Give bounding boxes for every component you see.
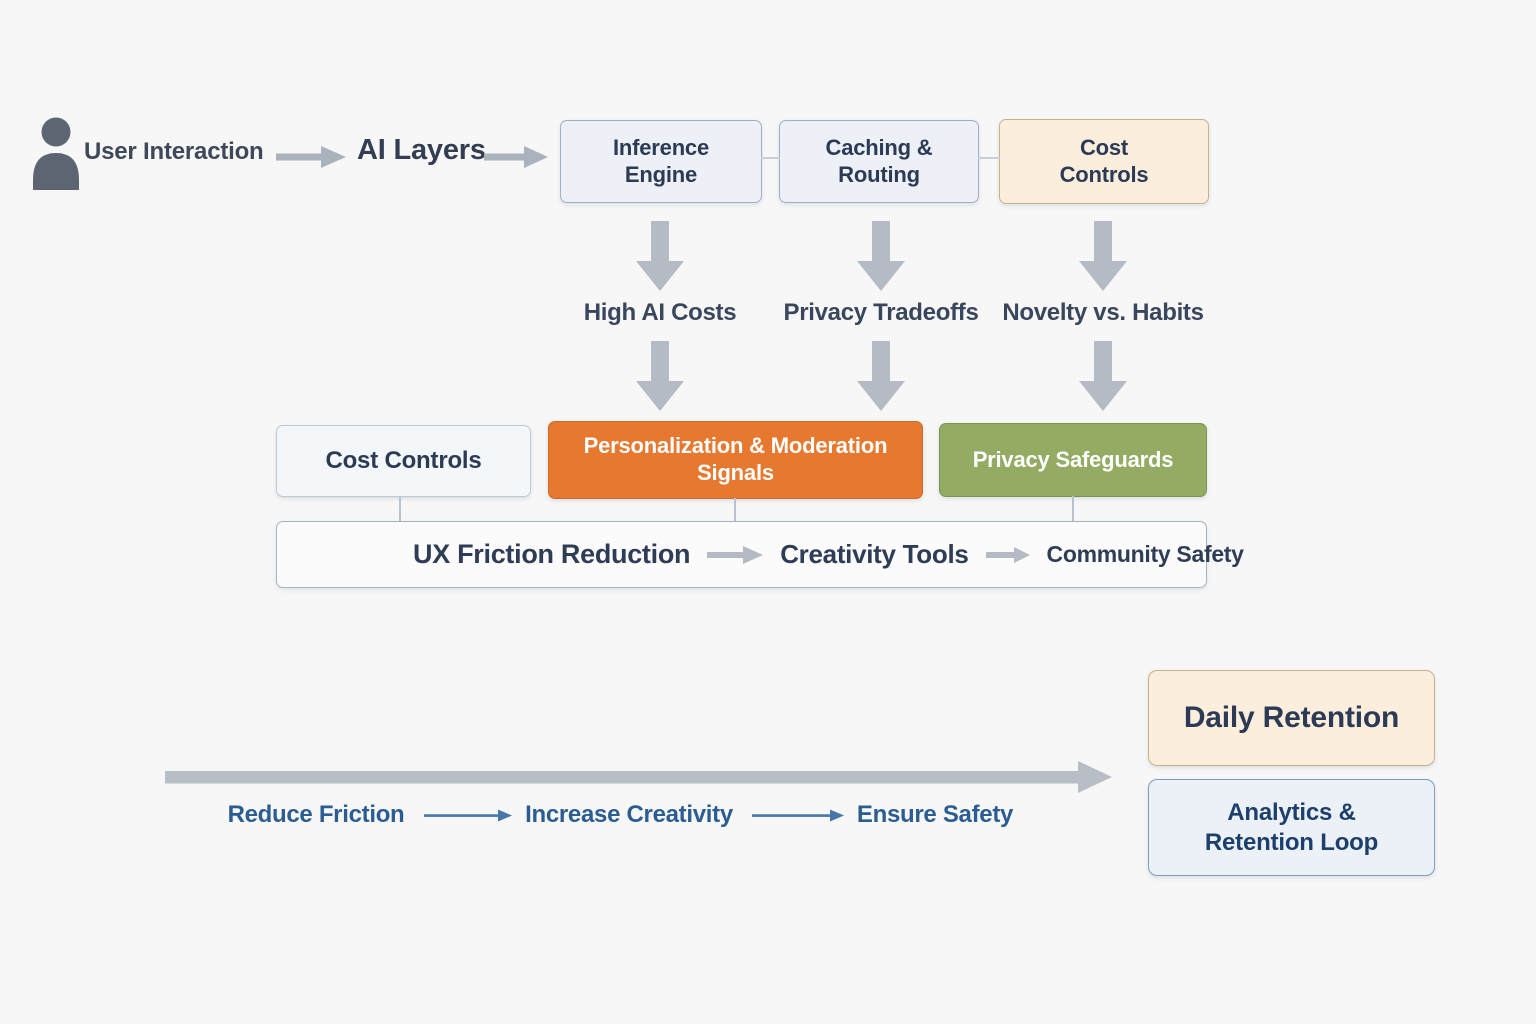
block-arrow-down-icon [636,341,684,411]
foundation-item-community-safety: Community Safety [1046,541,1244,567]
challenge-label-novelty-habits: Novelty vs. Habits [1002,299,1204,326]
challenge-label-privacy-tradeoffs: Privacy Tradeoffs [783,299,979,326]
journey-label-ensure-safety: Ensure Safety [856,801,1014,828]
node-analytics-retention-loop: Analytics & Retention Loop [1148,779,1435,876]
block-arrow-down-icon [857,341,905,411]
challenge-label-high-ai-costs: High AI Costs [583,299,737,326]
node-inference-engine: Inference Engine [560,120,762,203]
journey-label-increase-creativity: Increase Creativity [525,801,733,828]
node-label: Cost Controls [325,447,482,475]
arrow-right-icon [985,545,1030,565]
connector-line [734,498,736,522]
connector-line [761,157,780,159]
person-icon [33,116,79,190]
node-label: Privacy Safeguards [972,446,1174,472]
thin-arrow-right-icon [424,807,512,824]
arrow-right-icon [484,144,548,170]
node-label: Analytics & Retention Loop [1204,799,1379,856]
arrow-right-icon [707,544,764,566]
node-privacy-safeguards: Privacy Safeguards [939,423,1207,497]
node-label: Personalization & Moderation Signals [583,433,888,485]
connector-line [978,157,1000,159]
node-caching-routing: Caching & Routing [779,120,979,203]
node-personalization-moderation: Personalization & Moderation Signals [548,421,923,499]
foundation-item-ux-friction: UX Friction Reduction [413,539,691,569]
block-arrow-down-icon [636,221,684,291]
node-label: Daily Retention [1183,700,1400,734]
foundation-bar: UX Friction Reduction Creativity Tools C… [276,521,1244,588]
block-arrow-down-icon [1079,341,1127,411]
ai-layers-label: AI Layers [357,134,486,166]
node-daily-retention: Daily Retention [1148,670,1435,766]
node-cost-controls-top: Cost Controls [999,119,1209,204]
user-interaction-label: User Interaction [84,138,264,165]
arrow-right-icon [276,144,346,170]
foundation-item-creativity-tools: Creativity Tools [780,539,969,569]
block-arrow-down-icon [857,221,905,291]
connector-line [399,496,401,522]
node-label: Caching & Routing [825,134,933,187]
node-label: Cost Controls [1059,134,1149,187]
long-arrow-right-icon [165,757,1112,797]
thin-arrow-right-icon [752,807,844,824]
journey-label-reduce-friction: Reduce Friction [227,801,405,828]
connector-line [1072,496,1074,522]
node-cost-controls-mid: Cost Controls [276,425,531,497]
node-label: Inference Engine [612,134,710,187]
block-arrow-down-icon [1079,221,1127,291]
